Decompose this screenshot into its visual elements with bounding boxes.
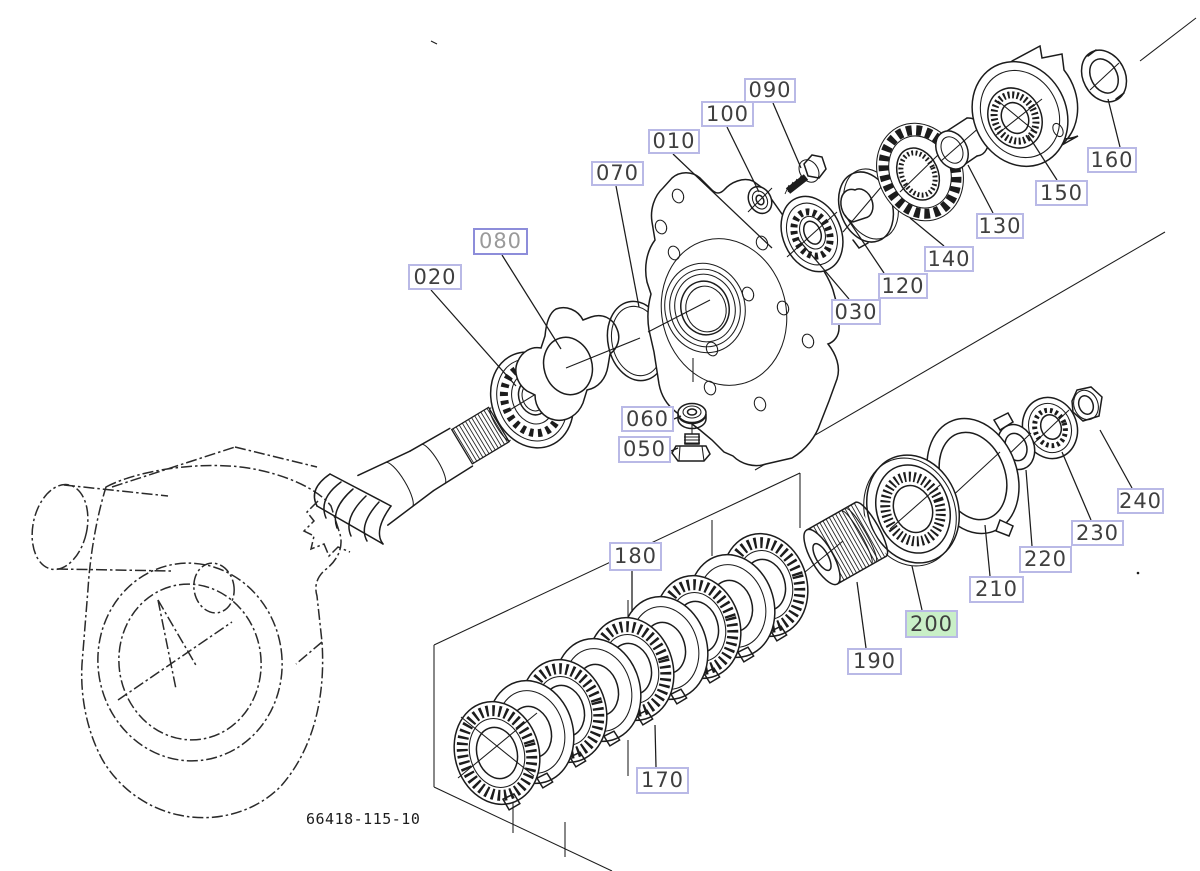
callout-140[interactable]: 140 xyxy=(924,246,974,272)
leader-line-200 xyxy=(911,565,923,611)
construction-line-top xyxy=(1139,17,1197,62)
leader-line-010 xyxy=(672,153,773,249)
callout-240[interactable]: 240 xyxy=(1117,488,1164,514)
leader-line-210 xyxy=(984,524,991,577)
callout-060[interactable]: 060 xyxy=(621,406,674,432)
leader-line-220 xyxy=(1025,469,1033,547)
leader-line-240 xyxy=(1099,429,1133,489)
leader-line-230 xyxy=(1061,451,1092,521)
leader-line-050 xyxy=(670,447,679,452)
holder-150-illustration xyxy=(971,44,1079,168)
callout-120[interactable]: 120 xyxy=(878,273,928,299)
leader-line-140 xyxy=(909,217,945,247)
retainer-plate-080-illustration xyxy=(515,306,641,422)
leader-line-120 xyxy=(844,214,885,274)
leader-line-070 xyxy=(615,185,640,308)
leader-line-090 xyxy=(772,102,802,169)
callout-220[interactable]: 220 xyxy=(1019,546,1072,573)
callout-070[interactable]: 070 xyxy=(591,161,644,186)
washer-060-illustration xyxy=(677,402,707,430)
callout-080[interactable]: 080 xyxy=(473,228,528,255)
leader-line-170 xyxy=(654,724,657,768)
leader-line-190 xyxy=(856,581,867,649)
sleeve-130-illustration xyxy=(935,117,990,170)
callout-180[interactable]: 180 xyxy=(609,542,662,571)
nut-050-illustration xyxy=(671,424,711,462)
housing-illustration xyxy=(31,446,342,819)
callout-020[interactable]: 020 xyxy=(408,264,462,290)
callout-190[interactable]: 190 xyxy=(847,648,902,675)
bearing-230-illustration xyxy=(1021,396,1079,460)
washer-100-illustration xyxy=(747,185,773,215)
callout-090[interactable]: 090 xyxy=(744,78,796,103)
callout-150[interactable]: 150 xyxy=(1035,180,1088,206)
construction-line xyxy=(754,231,1166,471)
callout-100[interactable]: 100 xyxy=(701,101,754,127)
callout-200[interactable]: 200 xyxy=(905,610,958,638)
callout-170[interactable]: 170 xyxy=(636,767,689,794)
leader-line-150 xyxy=(1027,134,1058,181)
callout-230[interactable]: 230 xyxy=(1071,520,1124,546)
leader-line-080 xyxy=(501,254,562,350)
callout-050[interactable]: 050 xyxy=(618,436,671,463)
leader-line-160 xyxy=(1107,98,1121,148)
synchro-hub-200-illustration xyxy=(863,454,961,567)
spline-coupling-190-illustration xyxy=(803,501,889,586)
clutch-disc-stack-illustration xyxy=(453,532,809,811)
stray-marks xyxy=(430,40,1140,575)
leader-line-130 xyxy=(967,164,994,214)
lock-washer-160-illustration xyxy=(1080,49,1128,103)
leader-line-100 xyxy=(726,126,760,193)
leader-line-030 xyxy=(797,238,850,300)
leader-line-020 xyxy=(430,289,517,387)
drawing-number: 66418-115-10 xyxy=(306,810,421,828)
callout-130[interactable]: 130 xyxy=(976,213,1024,239)
callout-160[interactable]: 160 xyxy=(1087,147,1137,173)
leader-lines xyxy=(430,98,1133,768)
callout-210[interactable]: 210 xyxy=(969,576,1024,603)
collar-120-illustration xyxy=(837,168,899,249)
nut-240-illustration xyxy=(1071,386,1103,422)
callout-010[interactable]: 010 xyxy=(648,129,700,154)
bolt-090-illustration xyxy=(784,154,827,195)
leader-line-060 xyxy=(673,415,682,420)
callout-030[interactable]: 030 xyxy=(831,299,881,325)
